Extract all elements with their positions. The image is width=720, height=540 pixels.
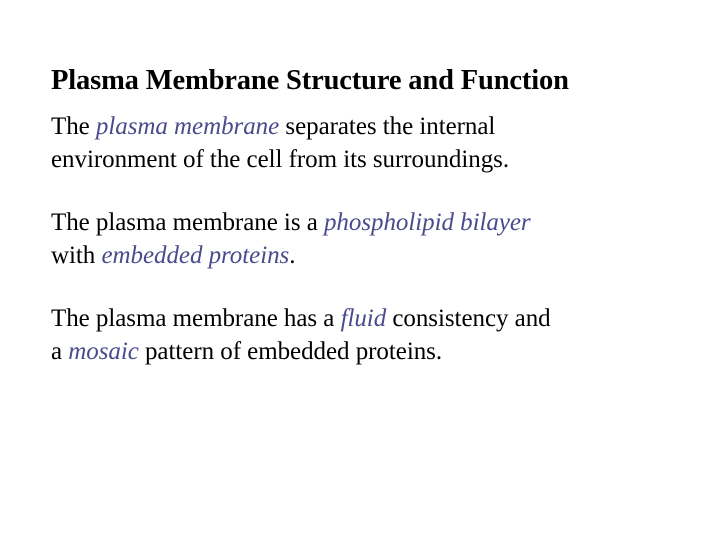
- body-paragraph-1: The plasma membrane separates the intern…: [51, 110, 681, 176]
- body-paragraph-3: The plasma membrane has a fluid consiste…: [51, 302, 681, 368]
- slide-body: The plasma membrane separates the intern…: [51, 110, 681, 368]
- emphasis-term-fluid: fluid: [340, 305, 387, 332]
- text-run: The plasma membrane has a: [51, 305, 341, 332]
- text-run: pattern of embedded proteins.: [138, 338, 443, 365]
- paragraph-2-line-2: with embedded proteins.: [51, 239, 681, 272]
- emphasis-term-mosaic: mosaic: [68, 338, 139, 365]
- paragraph-1-line-1: The plasma membrane separates the intern…: [51, 110, 681, 143]
- text-run: environment of the cell from its surroun…: [51, 146, 510, 173]
- paragraph-1-line-2: environment of the cell from its surroun…: [51, 143, 681, 176]
- emphasis-term-phospholipid-bilayer: phospholipid bilayer: [323, 209, 531, 236]
- text-run: separates the internal: [279, 113, 496, 140]
- paragraph-3-line-1: The plasma membrane has a fluid consiste…: [51, 302, 681, 335]
- page-title: Plasma Membrane Structure and Function: [51, 65, 569, 97]
- emphasis-term-plasma-membrane: plasma membrane: [95, 113, 280, 140]
- text-run: consistency and: [386, 305, 551, 332]
- body-paragraph-2: The plasma membrane is a phospholipid bi…: [51, 206, 681, 272]
- paragraph-3-line-2: a mosaic pattern of embedded proteins.: [51, 335, 681, 368]
- text-run: The plasma membrane is a: [51, 209, 324, 236]
- text-run: a: [51, 338, 69, 365]
- paragraph-2-line-1: The plasma membrane is a phospholipid bi…: [51, 206, 681, 239]
- emphasis-term-embedded-proteins: embedded proteins: [101, 242, 290, 269]
- text-run: with: [51, 242, 102, 269]
- text-run: .: [289, 242, 296, 269]
- text-run: The: [51, 113, 96, 140]
